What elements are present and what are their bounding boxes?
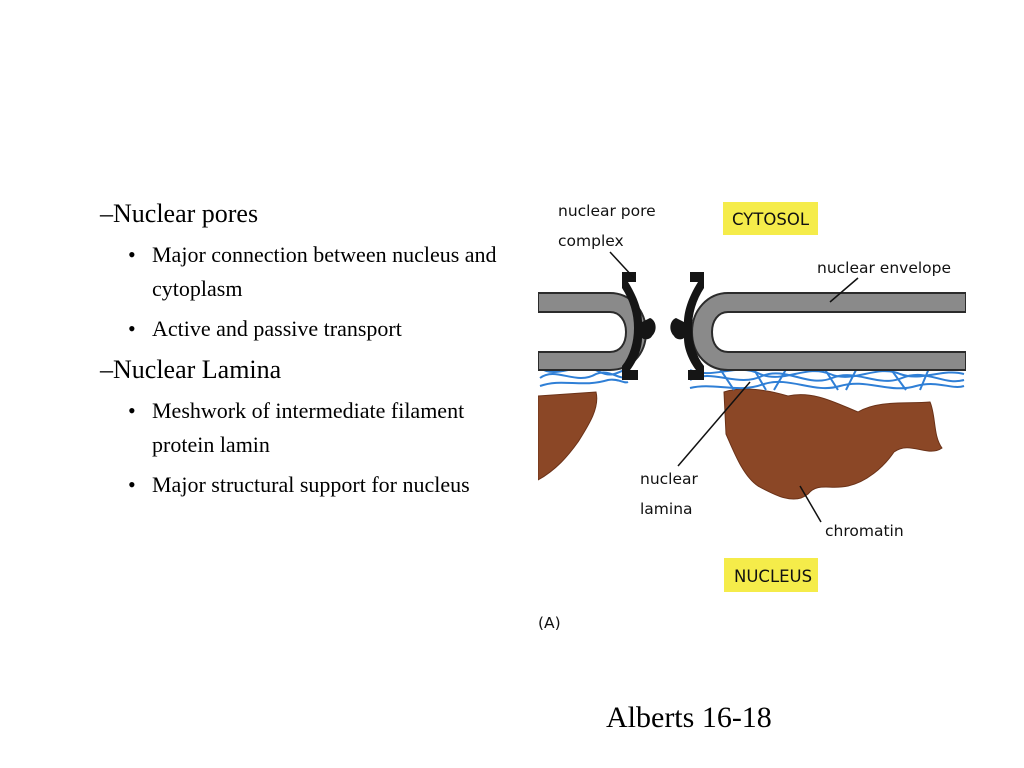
nucleus-label: NUCLEUS: [734, 567, 812, 586]
nuclear-lamina-mesh: [539, 365, 965, 391]
nucleus-label-box: [724, 558, 818, 592]
outline-item-text: Active and passive transport: [152, 316, 402, 341]
outline-item-text: Major connection between nucleus and cyt…: [152, 242, 497, 301]
cytosol-label-box: [723, 202, 818, 235]
nuclear-envelope-left: [538, 292, 648, 371]
outline-item: • Meshwork of intermediate filament prot…: [128, 394, 500, 462]
envelope-leader-line: [829, 277, 859, 303]
npc-label-line2: complex: [558, 232, 624, 250]
nuclear-envelope-right: [690, 292, 966, 371]
pore-complex-right: [670, 272, 704, 380]
chromatin-mass: [723, 388, 943, 500]
outline-item-text: Meshwork of intermediate filament protei…: [152, 398, 465, 457]
bullet-marker: •: [128, 398, 136, 423]
figure-citation: Alberts 16-18: [606, 701, 772, 734]
pore-complex-left: [622, 272, 656, 380]
npc-leader-line: [609, 251, 635, 279]
cytosol-label: CYTOSOL: [732, 210, 810, 229]
outline-heading-nuclear-lamina: –Nuclear Lamina: [100, 355, 282, 384]
nuclear-envelope-diagram: CYTOSOL NUCLEUS nuclear pore complex nuc…: [538, 190, 966, 640]
outline-item: • Major connection between nucleus and c…: [128, 238, 500, 306]
lamina-leader-line: [677, 381, 751, 467]
outline-item-text: Major structural support for nucleus: [152, 472, 470, 497]
outline-item: • Active and passive transport: [128, 312, 500, 346]
npc-label-line1: nuclear pore: [558, 202, 656, 220]
panel-label: (A): [538, 614, 561, 632]
lamina-label-line2: lamina: [640, 500, 693, 518]
bullet-outline: –Nuclear pores • Major connection betwee…: [100, 196, 500, 508]
chromatin-mass-left: [538, 391, 598, 481]
chromatin-label: chromatin: [825, 522, 904, 540]
nuclear-envelope-figure: CYTOSOL NUCLEUS nuclear pore complex nuc…: [538, 190, 966, 640]
bullet-marker: •: [128, 316, 136, 341]
outline-item: • Major structural support for nucleus: [128, 468, 500, 502]
envelope-label: nuclear envelope: [817, 259, 951, 277]
outline-heading-nuclear-pores: –Nuclear pores: [100, 199, 259, 228]
bullet-marker: •: [128, 242, 136, 267]
lamina-label-line1: nuclear: [640, 470, 699, 488]
bullet-marker: •: [128, 472, 136, 497]
chromatin-leader-line: [799, 485, 822, 523]
